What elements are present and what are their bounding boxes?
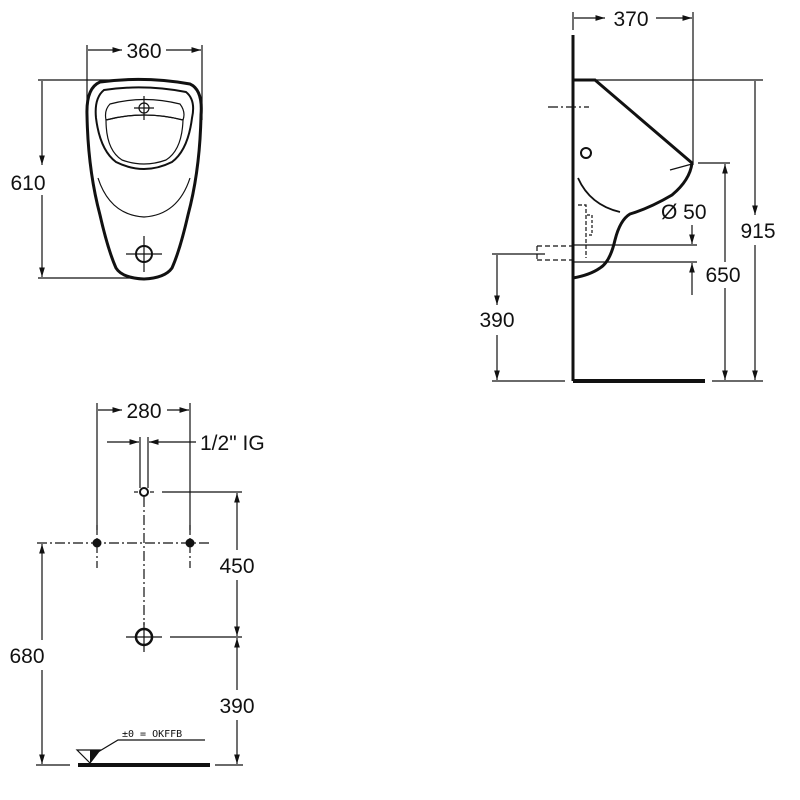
- side-outlet-height-label: 390: [479, 309, 514, 332]
- floor-level-symbol: [75, 739, 205, 764]
- fixing-height-label: 680: [9, 645, 44, 668]
- front-height-label: 610: [10, 172, 45, 195]
- floor-reference-label: ±0 = OKFFB: [122, 729, 182, 740]
- side-view: 370 Ø 50 650 915 390: [479, 8, 776, 383]
- outlet-diameter-label: Ø 50: [661, 201, 707, 224]
- front-width-label: 360: [126, 40, 161, 63]
- total-height-label: 915: [740, 220, 775, 243]
- side-depth-label: 370: [613, 8, 648, 31]
- installation-view: 280 1/2" IG 450 390 680: [9, 400, 265, 767]
- supply-to-outlet-label: 450: [219, 555, 254, 578]
- spout-height-label: 650: [705, 264, 740, 287]
- fixing-spacing-label: 280: [126, 400, 161, 423]
- front-view: 360 610: [10, 40, 203, 281]
- fixing-point: [92, 538, 102, 548]
- supply-label: 1/2" IG: [200, 432, 265, 455]
- install-outlet-height-label: 390: [219, 695, 254, 718]
- fixing-point: [185, 538, 195, 548]
